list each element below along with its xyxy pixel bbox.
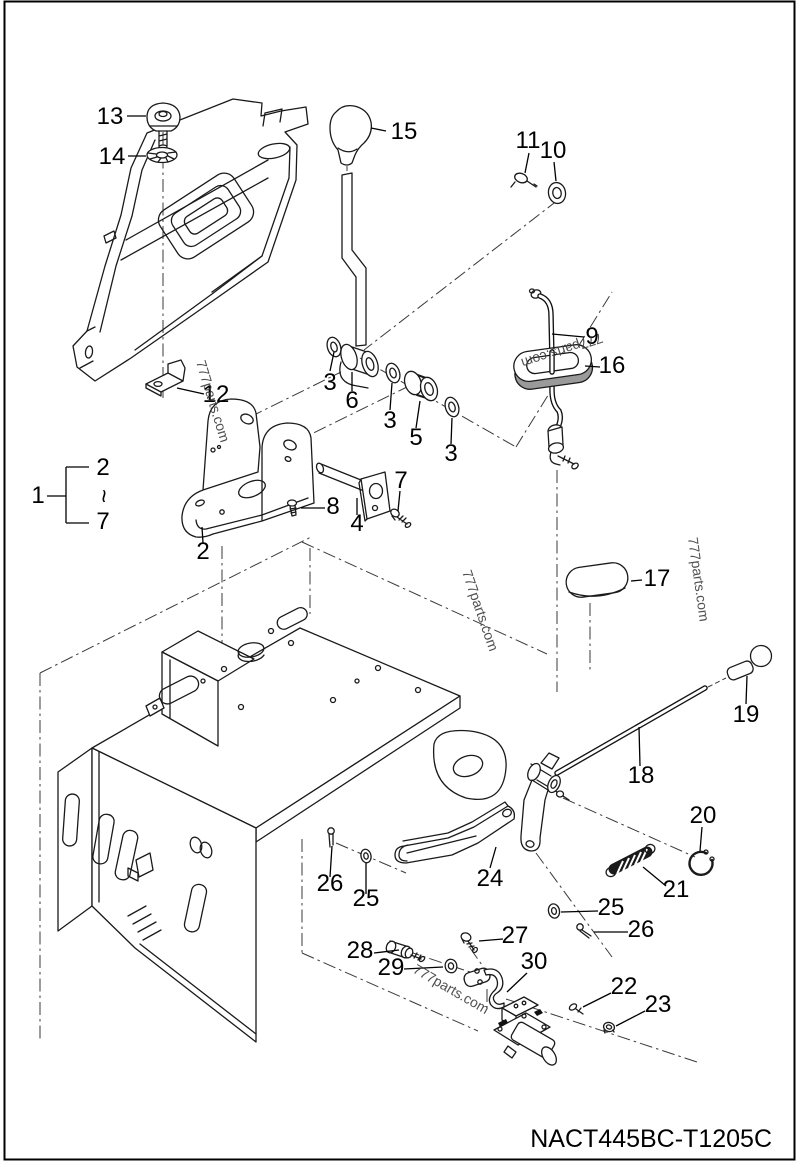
washer-a-part [360, 848, 372, 864]
cylinder-assembly [493, 996, 557, 1066]
callout-27: 27 [502, 922, 529, 949]
washer-b-part [547, 903, 561, 919]
callout-3c: 3 [444, 440, 457, 467]
pad-part [565, 562, 629, 598]
watermark-2: 777parts.com [459, 568, 502, 653]
washer-3a-part [326, 336, 342, 358]
drawing-code: NACT445BC-T1205C [530, 1125, 772, 1153]
cap-part [146, 102, 181, 150]
callout-labels: 13 14 15 11 10 3 6 3 5 3 12 9 16 1 2 ~ 7… [31, 103, 759, 1018]
callout-3a: 3 [323, 369, 336, 396]
cotter-b-part [576, 923, 592, 939]
callout-17: 17 [644, 565, 671, 592]
callout-25a: 25 [353, 885, 380, 912]
callout-30: 30 [521, 948, 548, 975]
watermark-3: 777parts.com [685, 536, 713, 622]
bolt-7-part [390, 508, 412, 529]
washer-3b-part [385, 362, 401, 384]
console-panel [72, 98, 309, 382]
leader-lines [47, 115, 748, 1027]
washer-3c-part [444, 396, 460, 418]
group-label-1: 1 [31, 482, 44, 509]
fitting-part [385, 940, 426, 963]
bushing-part [403, 370, 439, 402]
callout-26a: 26 [317, 870, 344, 897]
washer-29-part [444, 958, 458, 974]
callout-16: 16 [599, 352, 626, 379]
rod-part [554, 685, 708, 776]
callout-6: 6 [345, 387, 358, 414]
group-from-2: 2 [96, 454, 109, 481]
callout-11: 11 [516, 127, 541, 154]
group-to-7: 7 [96, 508, 109, 535]
cable-end-part [547, 349, 579, 470]
callout-26b: 26 [628, 916, 655, 943]
chassis-frame [57, 606, 507, 1043]
callout-29: 29 [378, 954, 405, 981]
page-border [3, 0, 796, 1161]
clip-part [510, 172, 538, 188]
snap-ring-part [688, 849, 715, 877]
projection-lines [39, 132, 727, 1064]
group-tilde: ~ [90, 489, 117, 503]
callout-25b: 25 [598, 894, 625, 921]
pivot-boss-part [339, 343, 379, 389]
callout-4: 4 [350, 510, 363, 537]
callout-15: 15 [391, 118, 418, 145]
callout-9: 9 [585, 323, 598, 350]
callout-12: 12 [203, 381, 230, 408]
washer-10-part [547, 181, 567, 205]
callout-28: 28 [347, 937, 374, 964]
callout-14: 14 [99, 143, 126, 170]
callout-2: 2 [196, 538, 209, 565]
bracket-part [181, 398, 315, 538]
callout-21: 21 [663, 876, 690, 903]
callout-19: 19 [733, 701, 760, 728]
lever-knob-part [329, 104, 372, 166]
callout-10: 10 [540, 137, 567, 164]
callout-24: 24 [477, 865, 504, 892]
grip-part [726, 644, 773, 681]
link-arm-part [394, 801, 516, 864]
callout-7: 7 [394, 467, 407, 494]
bolt-27-part [460, 932, 479, 954]
cotter-a-part [327, 827, 335, 848]
spring-part [605, 843, 656, 878]
callout-3b: 3 [383, 407, 396, 434]
pin-shaft-part [315, 462, 391, 522]
callout-18: 18 [628, 762, 655, 789]
callout-5: 5 [409, 424, 422, 451]
callout-23: 23 [645, 991, 672, 1018]
callout-8: 8 [326, 493, 339, 520]
cap-washer-part [146, 146, 178, 164]
nut-part [602, 1021, 616, 1034]
screw-part [286, 499, 298, 517]
callout-13: 13 [97, 103, 124, 130]
plate-part [145, 359, 186, 397]
lever-shaft-part [341, 172, 367, 347]
callout-20: 20 [690, 802, 717, 829]
bellcrank-part [520, 752, 570, 852]
pin-22-part [568, 1003, 584, 1015]
cable-part [528, 288, 564, 430]
callout-22: 22 [611, 973, 638, 1000]
